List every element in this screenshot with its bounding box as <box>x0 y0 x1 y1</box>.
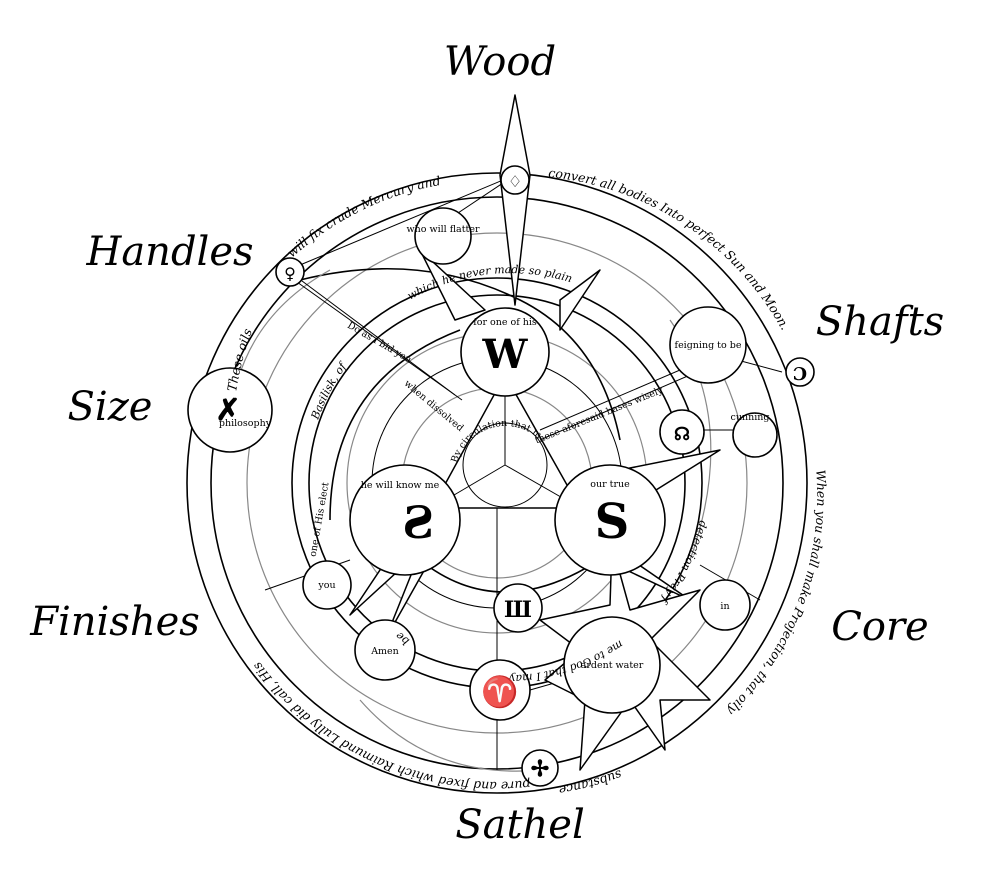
feigning-text: feigning to be <box>675 340 742 351</box>
label-finishes: Finishes <box>29 599 200 645</box>
cunning-node <box>732 412 778 458</box>
connector-handles <box>289 271 456 396</box>
handles-symbol-icon: ♀ <box>284 264 296 283</box>
amen-text: Amen <box>370 646 399 657</box>
label-shafts: Shafts <box>816 299 944 345</box>
aforesaid-text: these aforesaid bases wisely <box>533 385 665 447</box>
you-text: you <box>317 580 335 591</box>
dissolve-text: when dissolved <box>402 378 466 434</box>
crescent-arc-1 <box>299 267 621 441</box>
connector-handles-2 <box>296 281 463 401</box>
cross-node <box>521 749 559 787</box>
w-spike-1 <box>419 249 486 321</box>
in-node <box>699 579 751 631</box>
crescent-arc-4 <box>359 699 541 772</box>
size-symbol-icon: ✗ <box>215 393 240 428</box>
wood-node <box>500 165 530 195</box>
label-wood: Wood <box>444 39 556 85</box>
flatter-node <box>414 207 472 265</box>
wood-symbol-icon: ♢ <box>508 172 522 191</box>
connector-wood-handles <box>299 174 516 266</box>
aries-icon: ♈ <box>481 674 518 710</box>
s-node <box>554 464 666 576</box>
cunning-symbol-icon: ☊ <box>674 424 690 445</box>
label-size: Size <box>68 384 153 430</box>
w-spike-2 <box>559 269 601 331</box>
flatter-text: who will flatter <box>406 224 480 235</box>
you-node <box>302 560 352 610</box>
label-sathel: Sathel <box>455 802 585 848</box>
outer-ring-outer <box>186 172 808 794</box>
w-small-node <box>493 583 543 633</box>
label-core: Core <box>831 604 928 650</box>
two-glyph-icon: Ƨ <box>402 498 434 549</box>
handles-node <box>275 257 305 287</box>
shafts-node <box>785 357 815 387</box>
w-small-glyph-icon: Ш <box>504 597 532 623</box>
in-text: in <box>720 601 729 612</box>
w-glyph-icon: W <box>482 331 529 378</box>
ardent-water-node <box>563 616 661 714</box>
ring-text-bottom-right: substance <box>558 767 624 798</box>
elect-text: one of His elect <box>308 481 332 557</box>
aries-node <box>469 659 531 721</box>
philosophy-text: philosophy <box>219 418 272 429</box>
amen-node <box>354 619 416 681</box>
our-true-text: our true <box>590 479 630 490</box>
center-circle <box>462 422 548 508</box>
center-triangle <box>431 374 581 509</box>
cunning-small-node <box>659 409 705 455</box>
two-node <box>349 464 461 576</box>
feigning-node <box>669 306 747 384</box>
w-node <box>460 307 550 397</box>
shafts-symbol-icon: Ɔ <box>793 364 807 385</box>
crescent-arc-2 <box>329 329 461 521</box>
for-one-text: for one of his <box>473 317 537 328</box>
size-node <box>187 367 273 453</box>
ardent-text: ardent water <box>581 660 644 671</box>
wood-spike <box>499 94 531 306</box>
know-me-text: he will know me <box>361 480 440 491</box>
s-glyph-icon: S <box>595 494 630 550</box>
label-handles: Handles <box>85 229 253 275</box>
cunning-text: cunning <box>731 412 770 423</box>
cross-icon: ✢ <box>531 756 549 782</box>
